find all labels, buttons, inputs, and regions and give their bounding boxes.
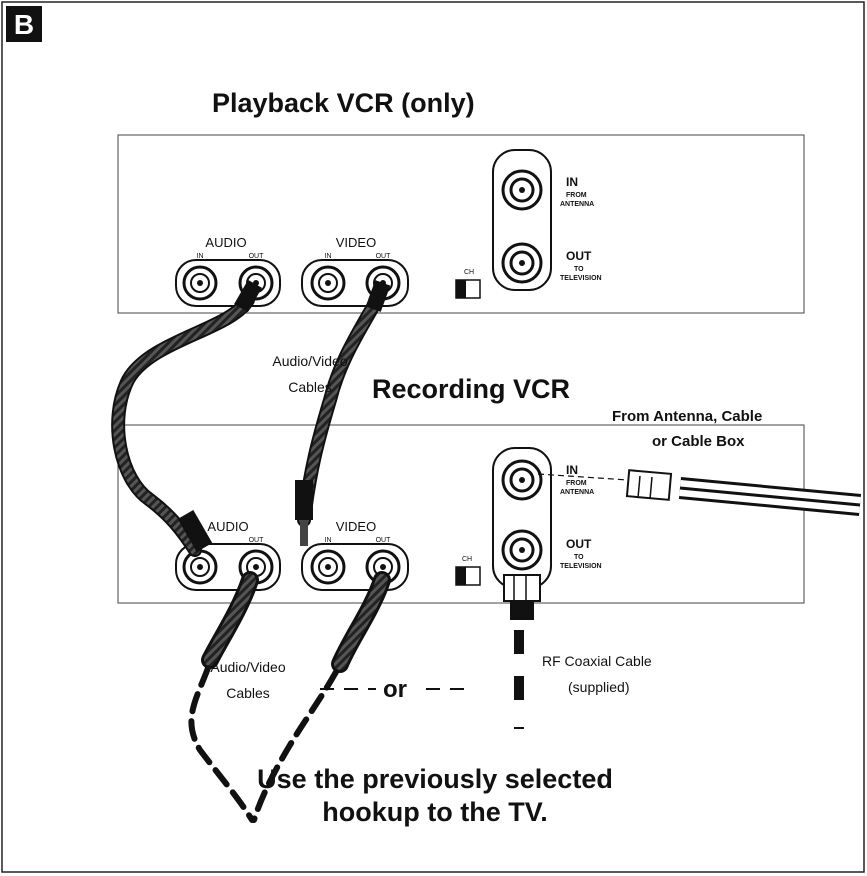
recording-rf-out-jack[interactable] <box>501 529 543 571</box>
recording-vcr-title: Recording VCR <box>372 374 570 404</box>
playback-audio-out-label: OUT <box>249 253 265 260</box>
playback-rf-in-sub2: ANTENNA <box>560 201 594 208</box>
or-label: or <box>383 676 407 703</box>
recording-ch-label: CH <box>462 556 472 563</box>
playback-rf-out-jack[interactable] <box>501 242 543 284</box>
recording-audio-label: AUDIO <box>207 519 248 534</box>
playback-vcr-panel: AUDIO IN OUT VIDEO IN OUT CH <box>117 134 805 314</box>
video-link-cable <box>295 280 391 546</box>
recording-rf-in-label: IN <box>566 463 578 477</box>
playback-ch-label: CH <box>464 269 474 276</box>
antenna-label-line1: From Antenna, Cable <box>612 408 762 425</box>
antenna-cable <box>537 469 862 516</box>
playback-audio-in-jack[interactable] <box>182 265 218 301</box>
output-audio-cable <box>188 571 259 823</box>
recording-ch-switch[interactable] <box>455 566 481 586</box>
recording-rf-out-sub2: TELEVISION <box>560 563 602 570</box>
recording-audio-in-jack[interactable] <box>182 549 218 585</box>
recording-rf-in-jack[interactable] <box>501 459 543 501</box>
recording-vcr-panel: AUDIO IN OUT VIDEO IN OUT CH <box>117 424 805 604</box>
recording-rf-out-sub1: TO <box>574 554 584 561</box>
antenna-label-line2: or Cable Box <box>652 433 745 450</box>
recording-video-out-label: OUT <box>376 537 392 544</box>
av-cables-top-line1: Audio/Video <box>272 353 347 369</box>
footer-line1: Use the previously selected <box>257 764 613 794</box>
panel-letter: B <box>14 9 34 40</box>
playback-rf-in-label: IN <box>566 175 578 189</box>
rf-coax-cable <box>503 574 541 729</box>
output-video-cable <box>251 571 391 823</box>
playback-vcr-title: Playback VCR (only) <box>212 88 475 118</box>
av-cables-top-line2: Cables <box>288 379 332 395</box>
playback-video-out-label: OUT <box>376 253 392 260</box>
playback-video-in-label: IN <box>325 253 332 260</box>
footer-line2: hookup to the TV. <box>322 797 548 827</box>
playback-rf-in-sub1: FROM <box>566 192 587 199</box>
audio-link-cable <box>111 279 262 557</box>
playback-audio-in-label: IN <box>197 253 204 260</box>
playback-ch-switch[interactable] <box>455 279 481 299</box>
recording-rf-in-sub2: ANTENNA <box>560 489 594 496</box>
recording-rf-out-label: OUT <box>566 537 592 551</box>
recording-audio-out-label: OUT <box>249 537 265 544</box>
av-cables-bottom-line1: Audio/Video <box>210 659 285 675</box>
playback-audio-label: AUDIO <box>205 235 246 250</box>
playback-rf-out-sub2: TELEVISION <box>560 275 602 282</box>
recording-video-in-label: IN <box>325 537 332 544</box>
rf-cable-label-line2: (supplied) <box>568 679 629 695</box>
recording-rf-in-sub1: FROM <box>566 480 587 487</box>
playback-video-label: VIDEO <box>336 235 376 250</box>
playback-rf-in-jack[interactable] <box>501 169 543 211</box>
playback-video-in-jack[interactable] <box>310 265 346 301</box>
playback-rf-out-label: OUT <box>566 249 592 263</box>
panel-badge: B <box>6 6 42 42</box>
playback-rf-out-sub1: TO <box>574 266 584 273</box>
rf-cable-label-line1: RF Coaxial Cable <box>542 653 652 669</box>
av-cables-bottom-line2: Cables <box>226 685 270 701</box>
recording-video-label: VIDEO <box>336 519 376 534</box>
recording-video-in-jack[interactable] <box>310 549 346 585</box>
